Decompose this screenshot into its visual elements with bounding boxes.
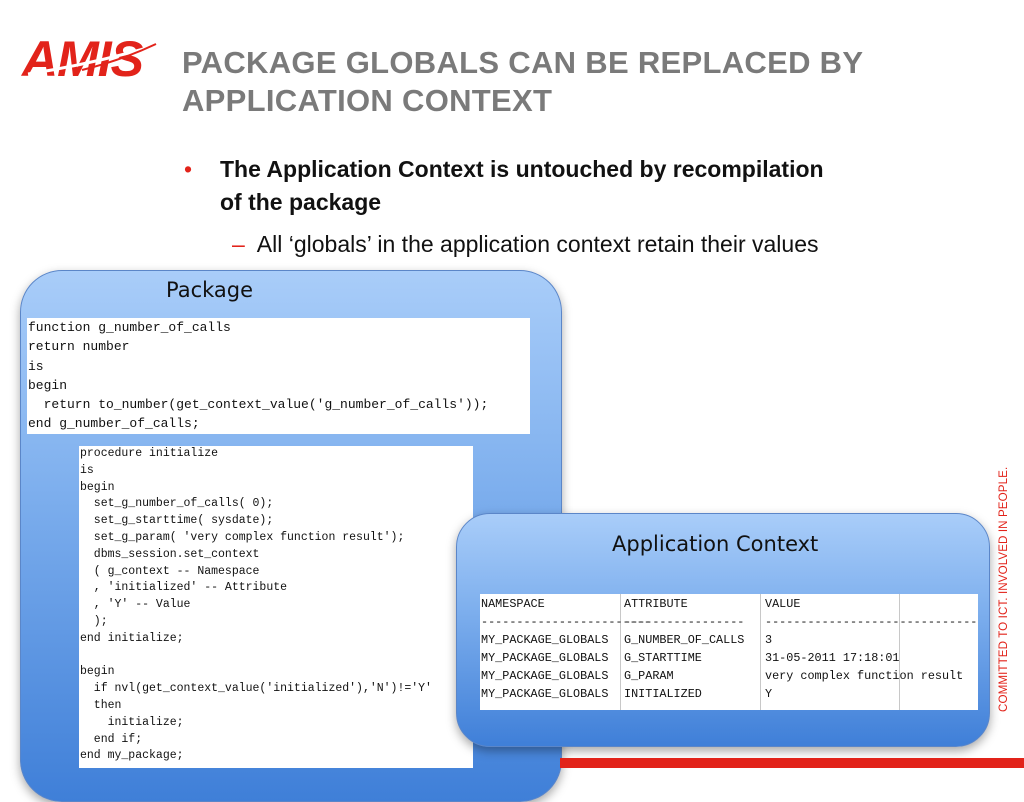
separator-value: --------------------------------	[765, 615, 978, 629]
cell-namespace: MY_PACKAGE_GLOBALS	[481, 633, 609, 647]
side-tagline: COMMITTED TO ICT. INVOLVED IN PEOPLE.	[996, 460, 1012, 712]
cell-attribute: G_PARAM	[624, 669, 674, 683]
function-code-block: function g_number_of_calls return number…	[27, 318, 530, 434]
application-context-title: Application Context	[612, 532, 819, 556]
column-divider	[620, 594, 621, 710]
column-header-namespace: NAMESPACE	[481, 597, 545, 611]
slide-title: PACKAGE GLOBALS CAN BE REPLACED BY APPLI…	[182, 45, 863, 118]
separator-attribute: -----------------	[624, 615, 745, 629]
logo-swoosh-icon	[27, 43, 157, 76]
column-header-value: VALUE	[765, 597, 801, 611]
procedure-code-block: procedure initialize is begin set_g_numb…	[79, 446, 473, 768]
cell-value: 31-05-2011 17:18:01	[765, 651, 900, 665]
separator-namespace: ------------------------	[481, 615, 651, 629]
bullet-marker: •	[184, 156, 193, 182]
side-tagline-text: COMMITTED TO ICT. INVOLVED IN PEOPLE.	[997, 466, 1010, 712]
column-divider	[899, 594, 900, 710]
column-divider	[760, 594, 761, 710]
cell-attribute: G_NUMBER_OF_CALLS	[624, 633, 745, 647]
cell-attribute: G_STARTTIME	[624, 651, 702, 665]
main-bullet: • The Application Context is untouched b…	[184, 153, 824, 219]
sub-bullet-marker: –	[232, 231, 245, 257]
logo-wordmark: AMIS	[22, 31, 144, 87]
column-header-attribute: ATTRIBUTE	[624, 597, 688, 611]
footer-accent-bar	[560, 758, 1024, 768]
sub-bullet-text: All ‘globals’ in the application context…	[256, 231, 819, 257]
cell-namespace: MY_PACKAGE_GLOBALS	[481, 687, 609, 701]
cell-value: Y	[765, 687, 773, 701]
cell-namespace: MY_PACKAGE_GLOBALS	[481, 669, 609, 683]
sub-bullet: –All ‘globals’ in the application contex…	[232, 228, 992, 261]
cell-namespace: MY_PACKAGE_GLOBALS	[481, 651, 609, 665]
main-bullet-text: The Application Context is untouched by …	[220, 156, 824, 215]
cell-attribute: INITIALIZED	[624, 687, 702, 701]
cell-value: very complex function result	[765, 669, 964, 683]
context-table: NAMESPACE ATTRIBUTE VALUE --------------…	[480, 594, 978, 710]
cell-value: 3	[765, 633, 773, 647]
package-box-title: Package	[166, 278, 254, 302]
amis-logo: AMIS	[22, 31, 157, 90]
